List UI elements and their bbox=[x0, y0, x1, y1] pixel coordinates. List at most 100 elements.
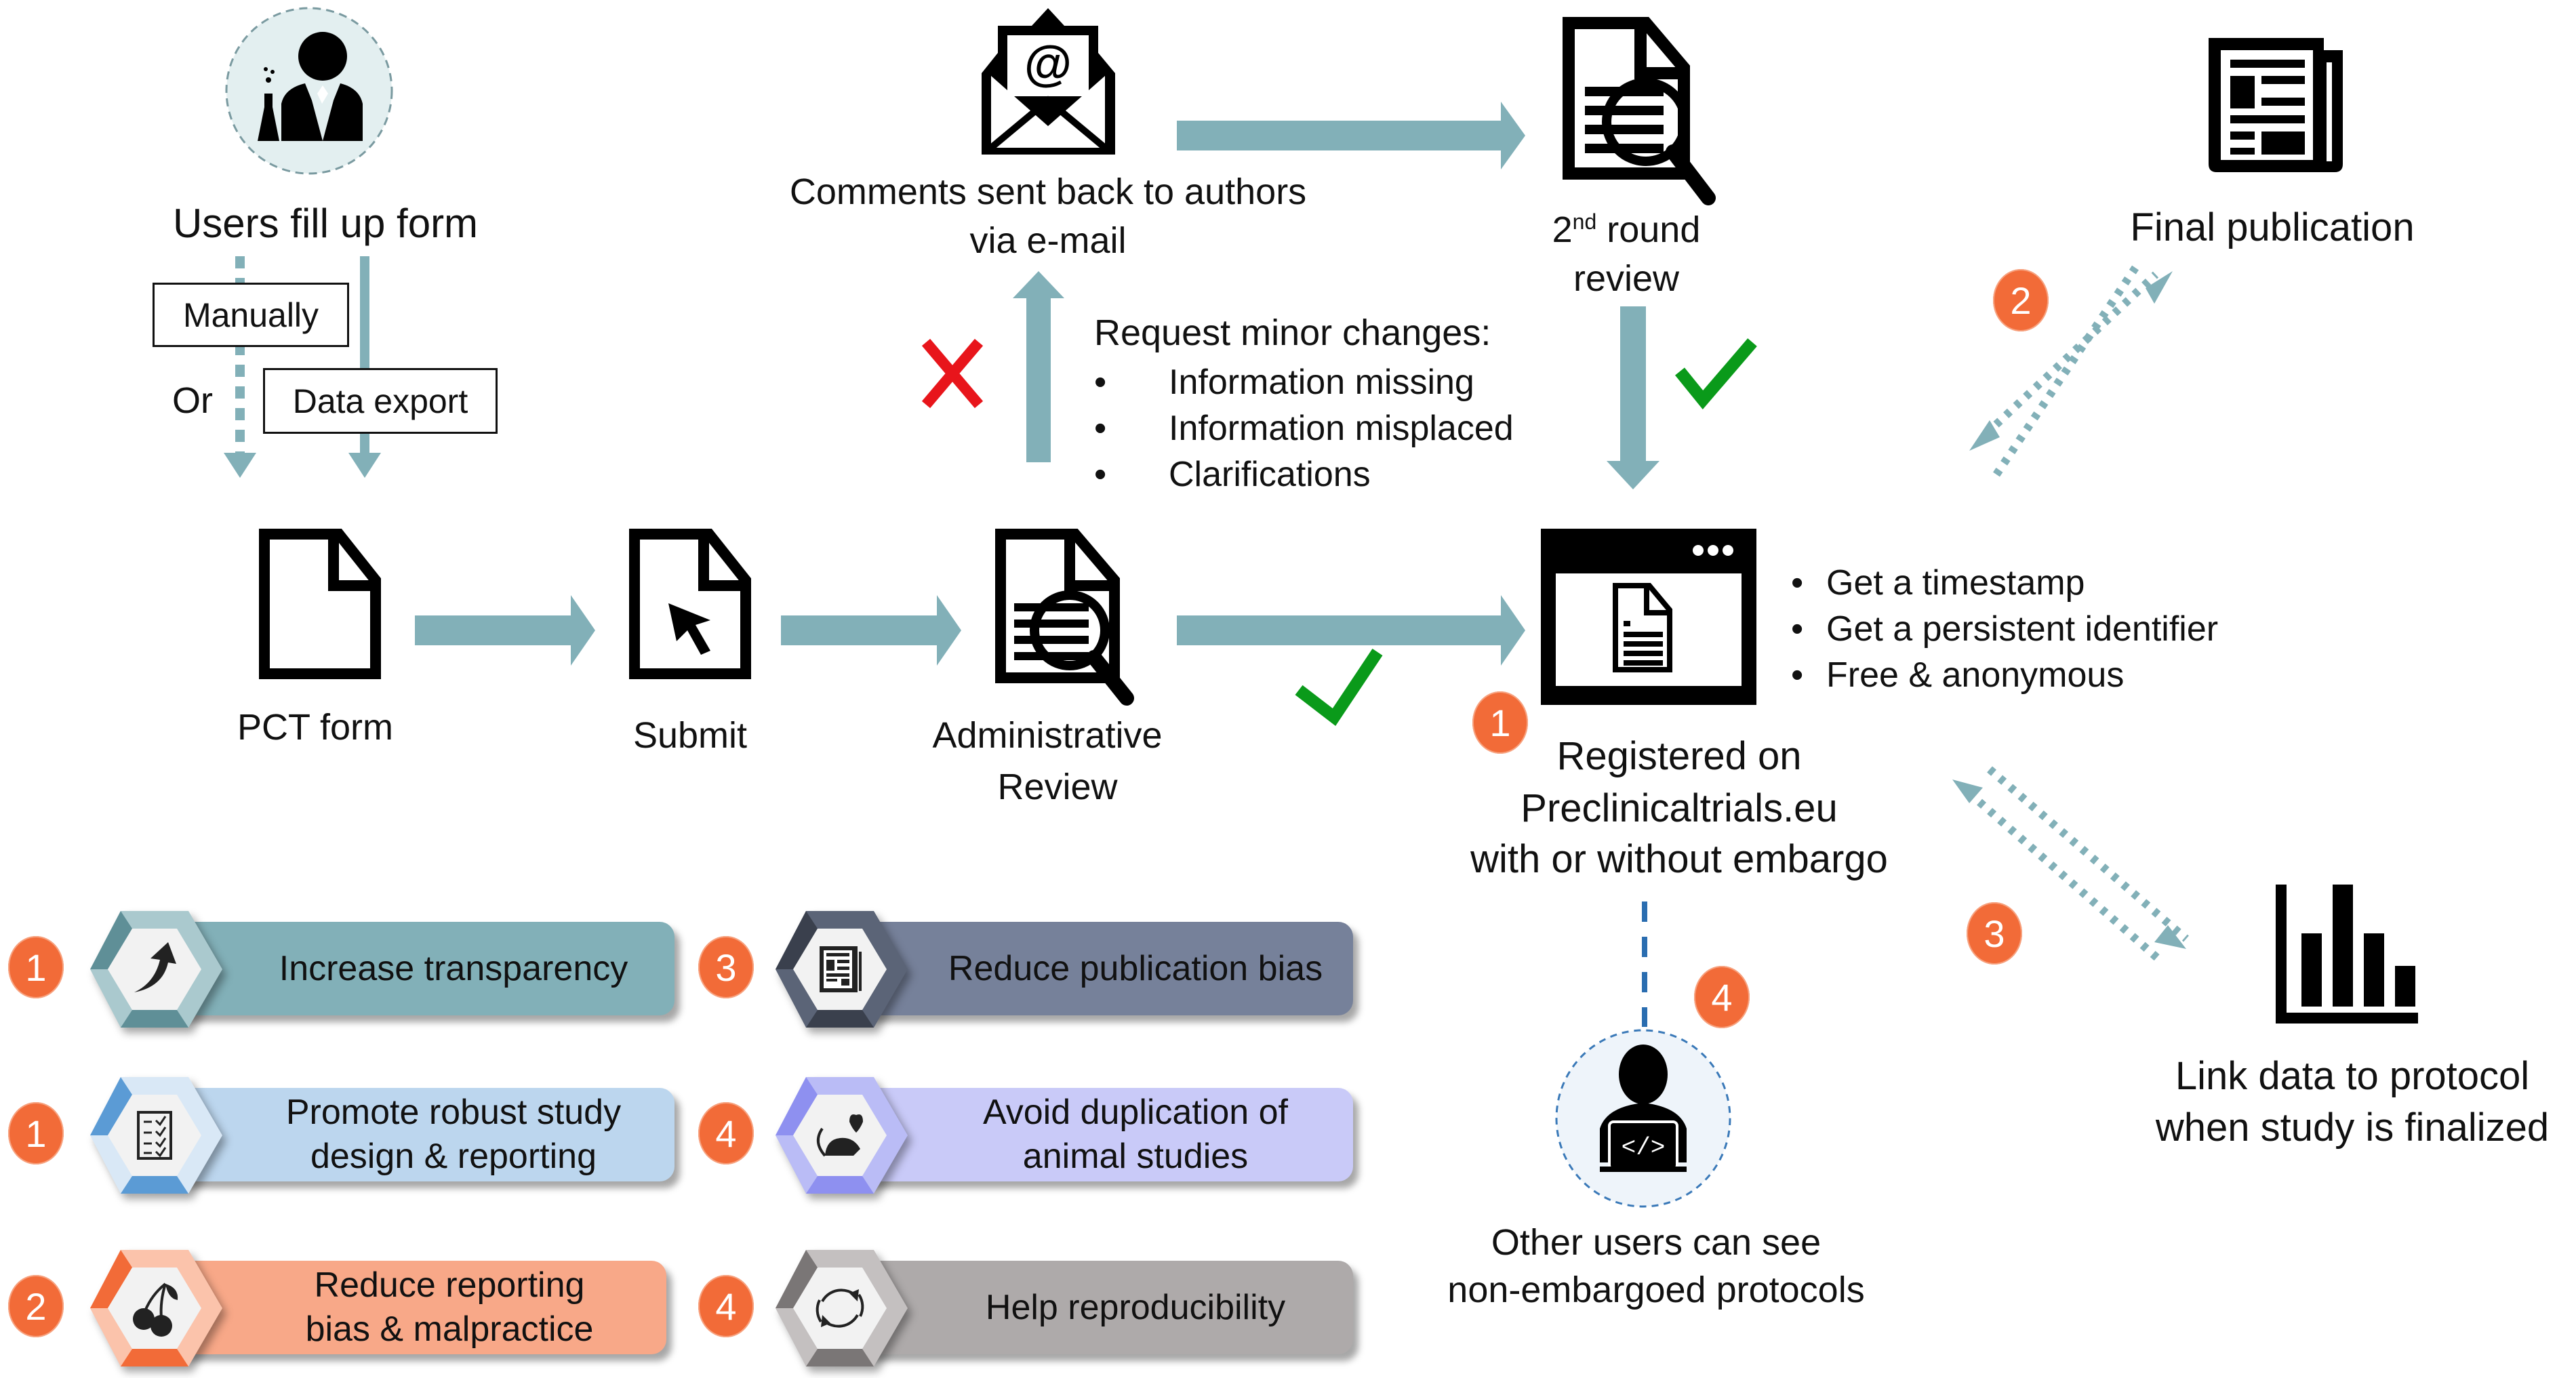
document-search-icon-admin-review bbox=[994, 529, 1163, 708]
request-item-text: Clarifications bbox=[1169, 455, 1371, 494]
second-round-label-line2: review bbox=[1573, 258, 1680, 299]
goal-label-line: Reduce reporting bbox=[314, 1265, 585, 1305]
registry-benefits-list: • Get a timestamp • Get a persistent ident… bbox=[1791, 560, 2218, 698]
other-users-label-line1: Other users can see bbox=[1491, 1222, 1822, 1263]
registered-label-line1: Registered on bbox=[1556, 734, 1802, 778]
request-item: • Information misplaced bbox=[1094, 405, 1514, 451]
bullet: • bbox=[1094, 409, 1107, 448]
benefit-text: Free & anonymous bbox=[1826, 655, 2125, 695]
request-minor-changes-list: • Information missing • Information mispla… bbox=[1094, 359, 1514, 498]
svg-text:@: @ bbox=[1024, 37, 1072, 91]
legend-badge: 4 bbox=[698, 1102, 754, 1164]
pct-form-label: PCT form bbox=[237, 707, 394, 748]
goal-item: Reduce publication bias bbox=[816, 922, 1353, 1015]
request-item: • Clarifications bbox=[1094, 451, 1514, 498]
data-export-label: Data export bbox=[292, 382, 468, 420]
manually-label: Manually bbox=[182, 296, 319, 334]
link-data-label-line1: Link data to protocol bbox=[2175, 1054, 2530, 1098]
manual-entry-arrow bbox=[224, 256, 256, 478]
data-export-arrow bbox=[348, 256, 381, 478]
other-users-label-line2: non-embargoed protocols bbox=[1447, 1270, 1865, 1310]
cycle-arrows-icon bbox=[816, 1289, 864, 1328]
goal-label: Reduce publication bias bbox=[816, 947, 1353, 991]
goal-label-line: design & reporting bbox=[310, 1137, 597, 1176]
badge-link-data: 3 bbox=[1967, 902, 2022, 965]
bullet: • bbox=[1094, 455, 1107, 494]
goal-label-line: Reduce publication bias bbox=[948, 948, 1323, 988]
goal-label-line: Help reproducibility bbox=[985, 1287, 1286, 1327]
mouse-heart-icon bbox=[817, 1114, 863, 1157]
goal-item: Increase transparency bbox=[131, 922, 675, 1015]
comments-label-line2: via e-mail bbox=[969, 220, 1127, 261]
final-publication-label: Final publication bbox=[2130, 205, 2415, 249]
goal-label: Promote robust study design & reporting bbox=[131, 1091, 675, 1179]
cycle-arrows-hexagon bbox=[776, 1247, 911, 1369]
benefit-item: • Get a persistent identifier bbox=[1791, 606, 2218, 652]
goal-label-line: Promote robust study bbox=[285, 1093, 622, 1132]
bullet: • bbox=[1094, 363, 1107, 402]
arrow-comments-to-second-round bbox=[1177, 102, 1525, 169]
users-fill-form-label: Users fill up form bbox=[172, 201, 479, 246]
legend-badge: 1 bbox=[8, 936, 64, 998]
legend-badge: 4 bbox=[698, 1275, 754, 1337]
checklist-icon bbox=[137, 1111, 172, 1160]
submit-label: Submit bbox=[632, 715, 748, 756]
arrow-second-round-to-registered bbox=[1607, 306, 1659, 489]
request-item-text: Information missing bbox=[1169, 363, 1474, 402]
arrow-form-to-submit bbox=[415, 595, 595, 666]
goal-label-line: animal studies bbox=[1022, 1137, 1249, 1176]
admin-review-label-line1: Administrative bbox=[932, 715, 1163, 756]
second-round-word: round bbox=[1596, 209, 1701, 250]
benefit-item: • Get a timestamp bbox=[1791, 560, 2218, 606]
benefit-text: Get a persistent identifier bbox=[1826, 609, 2219, 649]
bullet: • bbox=[1791, 655, 1804, 695]
svg-text:</>: </> bbox=[1622, 1134, 1666, 1162]
bullet: • bbox=[1791, 563, 1804, 603]
document-icon-pct-form bbox=[259, 529, 381, 679]
legend-badge: 2 bbox=[8, 1275, 64, 1337]
bar-chart-icon-data bbox=[2276, 885, 2418, 1024]
benefit-text: Get a timestamp bbox=[1826, 563, 2085, 603]
goal-item: Promote robust study design & reporting bbox=[131, 1088, 675, 1181]
goal-label-line: Increase transparency bbox=[279, 948, 628, 988]
browser-window-icon-registry bbox=[1541, 529, 1756, 705]
registered-label-line2: Preclinicaltrials.eu bbox=[1521, 786, 1838, 830]
bullet: • bbox=[1791, 609, 1804, 649]
request-item-text: Information misplaced bbox=[1169, 409, 1514, 448]
dotted-arrows-link-data bbox=[1952, 766, 2189, 966]
newspaper-hexagon bbox=[776, 908, 911, 1030]
arrow-submit-to-review bbox=[781, 595, 961, 666]
scientist-user-icon bbox=[224, 5, 395, 176]
badge-final-publication: 2 bbox=[1993, 269, 2049, 331]
document-search-icon-second-round bbox=[1559, 14, 1735, 210]
trend-arrow-up-hexagon bbox=[90, 908, 226, 1030]
checklist-hexagon bbox=[90, 1074, 226, 1196]
goal-label: Help reproducibility bbox=[816, 1286, 1353, 1330]
mouse-heart-hexagon bbox=[776, 1074, 911, 1196]
trend-arrow-up-icon bbox=[134, 942, 176, 992]
cherry-hexagon bbox=[90, 1247, 226, 1369]
newspaper-icon-final-publication bbox=[2205, 34, 2347, 176]
badge-other-users: 4 bbox=[1694, 966, 1750, 1028]
check-icon-second-round bbox=[1675, 338, 1757, 410]
comments-label-line1: Comments sent back to authors bbox=[789, 171, 1307, 212]
goal-label-line: bias & malpractice bbox=[305, 1310, 594, 1349]
cross-icon-rejected bbox=[921, 338, 984, 409]
document-cursor-icon-submit bbox=[629, 529, 751, 679]
arrow-review-to-comments bbox=[1013, 271, 1064, 462]
manually-option-box: Manually bbox=[153, 283, 349, 347]
or-label: Or bbox=[172, 380, 213, 421]
arrow-review-to-registered bbox=[1177, 595, 1525, 666]
link-data-label-line2: when study is finalized bbox=[2155, 1106, 2550, 1150]
legend-badge: 1 bbox=[8, 1102, 64, 1164]
second-round-number: 2 bbox=[1552, 209, 1573, 250]
second-round-ordinal: nd bbox=[1572, 209, 1597, 234]
developer-user-icon: </> bbox=[1552, 1027, 1734, 1210]
cherry-icon bbox=[133, 1282, 178, 1337]
check-icon-admin bbox=[1295, 649, 1383, 727]
badge-registered: 1 bbox=[1472, 691, 1528, 754]
email-envelope-icon: @ bbox=[976, 5, 1120, 158]
newspaper-icon bbox=[820, 946, 862, 992]
